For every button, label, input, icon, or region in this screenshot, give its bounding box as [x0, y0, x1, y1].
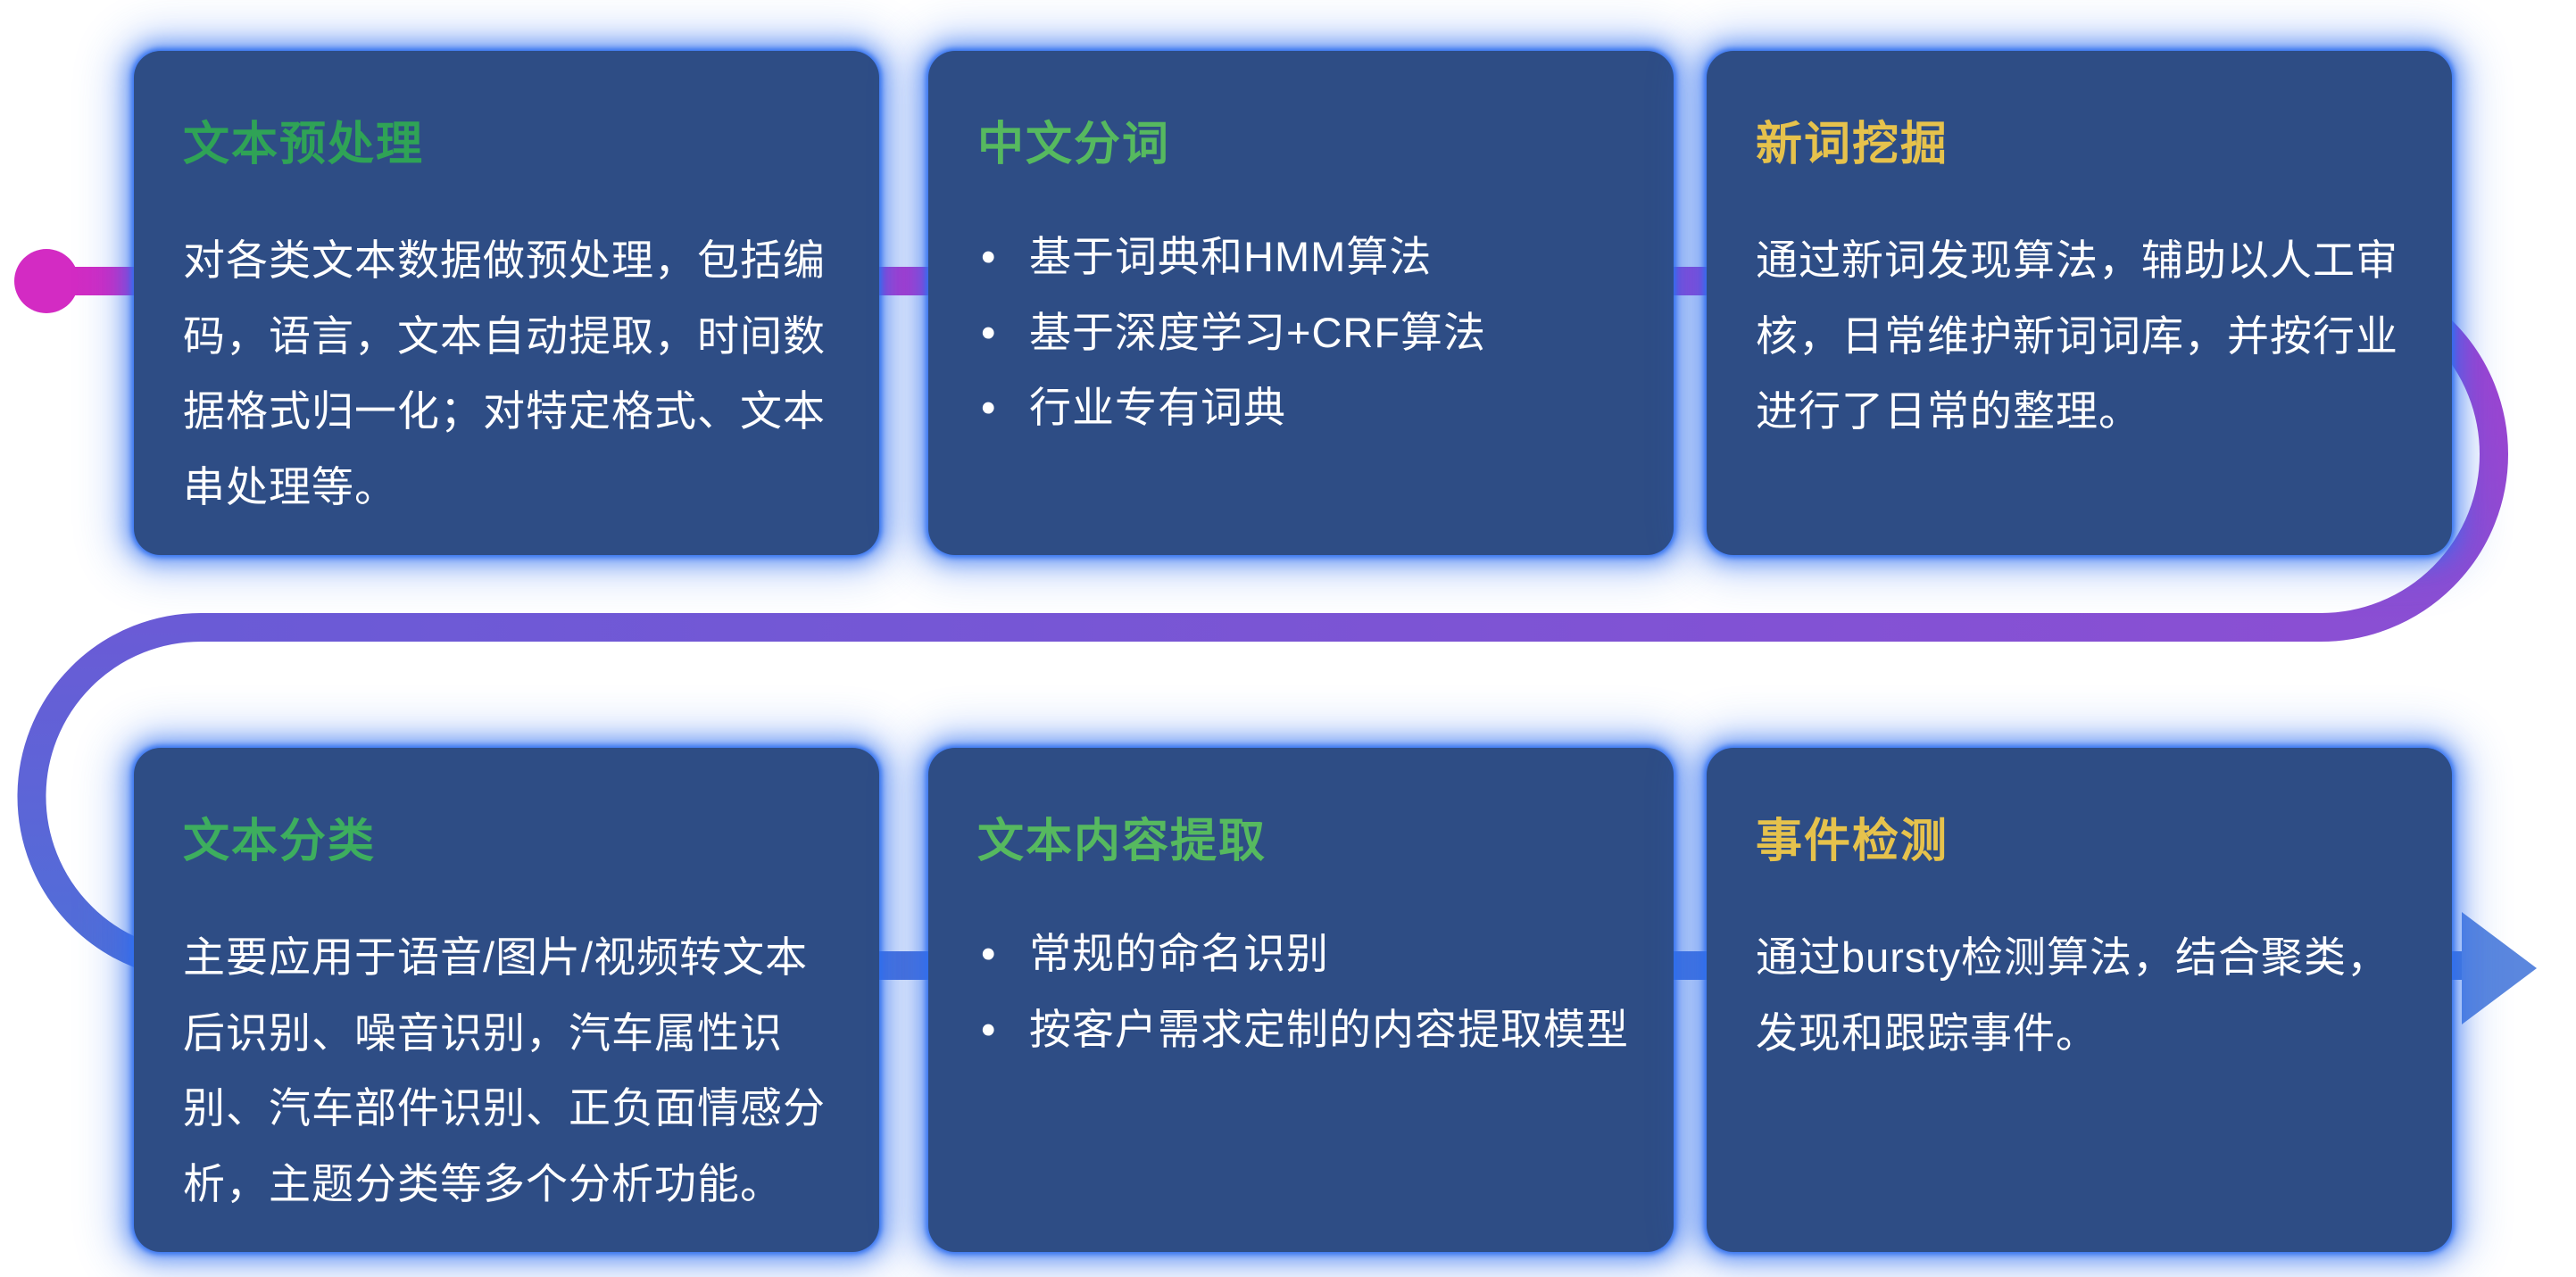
card-body: 对各类文本数据做预处理，包括编码，语言，文本自动提取，时间数据格式归一化；对特定…	[183, 236, 826, 510]
card-event-detection: 事件检测 通过bursty检测算法，结合聚类，发现和跟踪事件。	[1707, 748, 2452, 1252]
card-text-preprocessing: 文本预处理 对各类文本数据做预处理，包括编码，语言，文本自动提取，时间数据格式归…	[134, 51, 879, 555]
card-text-classification: 文本分类 主要应用于语音/图片/视频转文本后识别、噪音识别，汽车属性识别、汽车部…	[134, 748, 879, 1252]
bullet-item: 常规的命名识别	[977, 916, 1633, 992]
card-content-extraction: 文本内容提取 常规的命名识别 按客户需求定制的内容提取模型	[928, 748, 1674, 1252]
card-new-word-mining: 新词挖掘 通过新词发现算法，辅助以人工审核，日常维护新词词库，并按行业进行了日常…	[1707, 51, 2452, 555]
bullet-item: 基于词典和HMM算法	[977, 220, 1633, 295]
card-body: 主要应用于语音/图片/视频转文本后识别、噪音识别，汽车属性识别、汽车部件识别、正…	[183, 933, 826, 1207]
bullet-item: 行业专有词典	[977, 370, 1633, 446]
card-title: 中文分词	[977, 119, 1171, 170]
card-body: 通过bursty检测算法，结合聚类，发现和跟踪事件。	[1756, 933, 2389, 1057]
bullet-item: 按客户需求定制的内容提取模型	[977, 992, 1633, 1068]
card-bullets: 常规的命名识别 按客户需求定制的内容提取模型	[977, 916, 1633, 1067]
card-title: 新词挖掘	[1756, 119, 1949, 170]
card-title: 文本预处理	[183, 119, 425, 170]
card-title: 文本分类	[183, 816, 377, 867]
card-bullets: 基于词典和HMM算法 基于深度学习+CRF算法 行业专有词典	[977, 220, 1633, 446]
card-body: 通过新词发现算法，辅助以人工审核，日常维护新词词库，并按行业进行了日常的整理。	[1756, 236, 2398, 435]
bullet-item: 基于深度学习+CRF算法	[977, 295, 1633, 371]
flow-start-dot	[14, 249, 79, 313]
arrow-right-icon	[2462, 912, 2537, 1024]
flow-turn-left	[17, 613, 202, 980]
card-chinese-segmentation: 中文分词 基于词典和HMM算法 基于深度学习+CRF算法 行业专有词典	[928, 51, 1674, 555]
card-title: 文本内容提取	[977, 816, 1267, 867]
card-title: 事件检测	[1756, 816, 1949, 867]
